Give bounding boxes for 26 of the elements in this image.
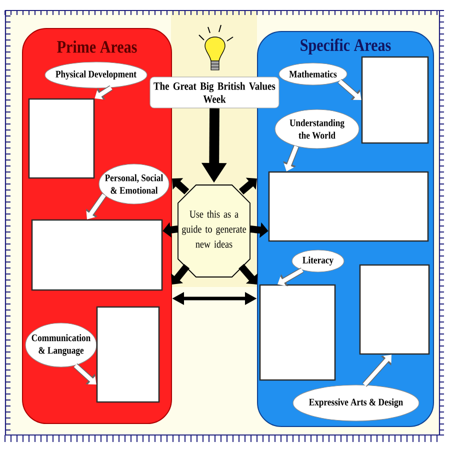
title-box: The Great Big British Values Week bbox=[150, 76, 280, 108]
ellipse-label: Literacy bbox=[292, 250, 344, 272]
octagon-box: Use this as a guide to generate new ideas bbox=[178, 184, 250, 278]
arrow bbox=[338, 78, 362, 100]
arrow bbox=[238, 264, 258, 284]
writing-box bbox=[359, 264, 430, 355]
writing-box bbox=[259, 284, 336, 381]
arrow bbox=[172, 178, 190, 194]
writing-box bbox=[268, 171, 429, 242]
arrow bbox=[171, 264, 190, 284]
ellipse-label: Mathematics bbox=[278, 62, 348, 86]
ellipse-label: Communication & Language bbox=[25, 322, 97, 368]
ellipse-label: Understanding the World bbox=[274, 109, 360, 149]
ellipse-label: Expressive Arts & Design bbox=[292, 384, 420, 422]
arrow bbox=[94, 85, 113, 100]
arrow bbox=[238, 178, 257, 194]
writing-box bbox=[96, 306, 160, 403]
arrow bbox=[362, 354, 392, 387]
ellipse-label: Physical Development bbox=[44, 62, 148, 88]
writing-box bbox=[28, 98, 95, 179]
arrow bbox=[86, 193, 106, 220]
arrow bbox=[278, 268, 304, 286]
writing-box bbox=[361, 56, 429, 144]
ellipse-label: Personal, Social & Emotional bbox=[98, 164, 170, 204]
arrow bbox=[73, 363, 96, 384]
writing-box bbox=[31, 219, 163, 291]
